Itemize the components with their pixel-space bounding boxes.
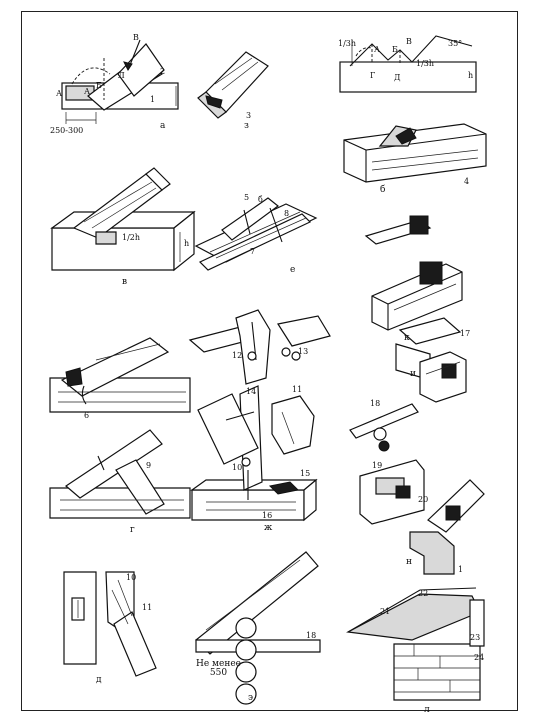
part-17: 17: [460, 329, 471, 338]
part-10: 10: [232, 463, 243, 472]
panel-i-drawing: [395, 317, 467, 403]
dimension-label: 250-300: [50, 126, 84, 135]
part-5: 5: [244, 193, 250, 202]
label-tr-5: Д: [394, 73, 401, 82]
label-l-mark: 1: [458, 565, 464, 574]
part-18b: 18: [306, 631, 317, 640]
panel-n-drawing: [349, 403, 485, 575]
panel-label-n: н: [406, 557, 412, 567]
panel-d-drawing: [63, 571, 157, 677]
part-19: 19: [372, 461, 383, 470]
part-24: 24: [474, 653, 485, 662]
panel-e-log-drawing: [195, 551, 321, 705]
label-tr-7: 35°: [448, 39, 463, 48]
panel-notch-layout-drawing: [339, 35, 477, 93]
part-6: 6: [84, 411, 90, 420]
annotation-line-1: Не менее: [196, 659, 242, 669]
panel-b-drawing: [343, 123, 487, 183]
label-tl-6: А: [56, 89, 63, 98]
label-tl-2: А: [84, 87, 91, 96]
annotation-line-2: 550: [209, 668, 228, 679]
label-tr-8: h: [468, 71, 474, 80]
label-tl-5: 1: [150, 95, 156, 104]
panel-rafter-bracket-drawing: [49, 337, 191, 413]
label-v-height: 1/2h: [122, 233, 141, 242]
label-b-mark: б: [258, 195, 263, 204]
panel-label-k: к: [404, 333, 410, 343]
label-v-h: h: [184, 239, 190, 248]
label-tr-4: Г: [370, 71, 376, 80]
panel-l-drawing: [346, 587, 485, 701]
part-11b: 11: [142, 603, 153, 612]
panel-label-b: б: [380, 185, 386, 195]
panel-zh-drawing: [190, 385, 318, 522]
panel-label-l: л: [424, 705, 430, 715]
part-20: 20: [418, 495, 429, 504]
label-tl-4: 2: [160, 67, 166, 76]
panel-g-drawing: [49, 429, 191, 519]
label-tr-3: В: [406, 37, 412, 46]
panel-clamp-drawing: [188, 309, 331, 385]
part-10b: 10: [126, 573, 137, 582]
panel-label-v: в: [122, 277, 128, 287]
label-tr-1: А: [374, 45, 381, 54]
part-21: 21: [380, 607, 391, 616]
panel-label-d: д: [96, 675, 102, 685]
part-9: 9: [146, 461, 152, 470]
panel-label-g: г: [130, 525, 135, 535]
part-7: 7: [250, 247, 256, 256]
part-3: 3: [246, 111, 252, 120]
plate-frame: [21, 11, 518, 711]
part-22a: 22: [418, 589, 429, 598]
part-14: 14: [246, 387, 257, 396]
panel-label-i: и: [410, 369, 416, 379]
label-tr-6: 1/3h: [416, 59, 435, 68]
part-18: 18: [370, 399, 381, 408]
label-tr-2: Б: [392, 45, 398, 54]
part-8: 8: [284, 209, 290, 218]
label-tr-0: 1/3h: [338, 39, 357, 48]
panel-label-zh: ж: [264, 523, 273, 533]
panel-z-drawing: [197, 51, 269, 119]
label-tr-num: 4: [464, 177, 470, 186]
panel-label-a: а: [160, 121, 166, 131]
panel-label-eh: э: [248, 693, 254, 703]
minimum-distance-annotation: Не менее 550: [196, 659, 242, 679]
part-16: 16: [262, 511, 273, 520]
label-tl-1: Л: [118, 71, 125, 80]
panel-k-drawing: [364, 215, 463, 331]
label-tl-3: Б: [96, 81, 102, 90]
panel-label-e: е: [290, 265, 296, 275]
panel-a-drawing: [61, 39, 179, 124]
part-15: 15: [300, 469, 311, 478]
part-13: 13: [298, 347, 309, 356]
panel-label-z: з: [244, 121, 249, 131]
part-11: 11: [292, 385, 303, 394]
panel-e-drawing: [194, 197, 318, 271]
panel-v-drawing: [50, 167, 196, 272]
part-23: 23: [470, 633, 481, 642]
label-tl-0: В: [133, 33, 139, 42]
part-12: 12: [232, 351, 243, 360]
